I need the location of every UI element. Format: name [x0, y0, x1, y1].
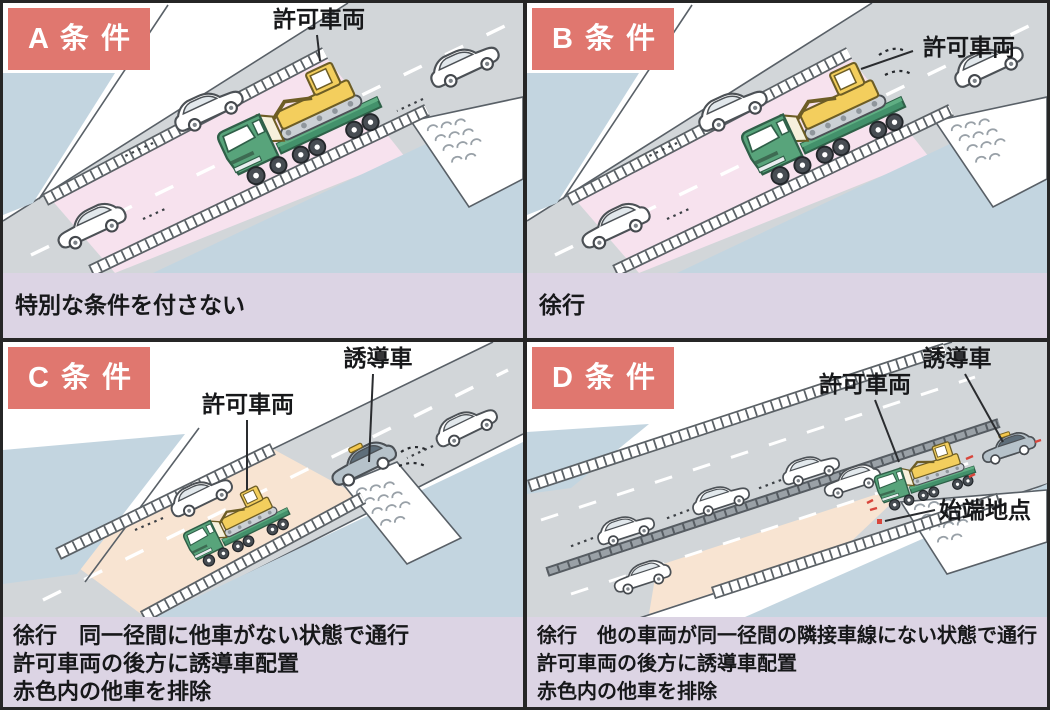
condition-caption: 特別な条件を付さない [3, 273, 523, 338]
caution-marks [965, 454, 974, 461]
guardrail-near [139, 492, 367, 617]
slow-motion-marks [884, 69, 914, 76]
panel-condition-c: 誘導車 許可車両 C 条 件 徐行 同一径間に他車がない状態で通行 許可車両の後… [3, 342, 523, 707]
caption-line: 許可車両の後方に誘導車配置 [537, 653, 797, 675]
caption-line: 徐行 [539, 292, 585, 318]
lane-marking [42, 368, 509, 602]
start-point-marker [877, 519, 882, 524]
water-lower [155, 442, 523, 617]
guide-car-label: 誘導車 [923, 345, 992, 371]
caption-line: 赤色内の他車を排除 [13, 679, 212, 704]
panel-condition-d: 誘導車 許可車両 始端地点 D 条 件 徐行 他の車両が同一径間の隣接車線にない… [527, 342, 1047, 707]
scene-a-illustration: 許可車両 [3, 3, 523, 273]
label-leader [874, 399, 900, 463]
condition-caption: 徐行 他の車両が同一径間の隣接車線にない状態で通行 許可車両の後方に誘導車配置 … [527, 617, 1047, 707]
riverbank [409, 96, 523, 209]
caption-line: 徐行 他の車両が同一径間の隣接車線にない状態で通行 [537, 625, 1037, 647]
permitted-vehicle-label: 許可車両 [273, 6, 365, 32]
condition-badge: A 条 件 [8, 8, 150, 70]
panel-condition-b: 許可車両 B 条 件 徐行 [527, 3, 1047, 338]
condition-badge: B 条 件 [532, 8, 674, 70]
guardrail-near [88, 104, 430, 273]
permitted-vehicle-label: 許可車両 [202, 391, 294, 417]
caption-line: 徐行 同一径間に他車がない状態で通行 [13, 623, 410, 648]
slow-motion-marks [398, 461, 426, 468]
condition-caption: 徐行 同一径間に他車がない状態で通行 許可車両の後方に誘導車配置 赤色内の他車を… [3, 617, 523, 707]
slow-motion-marks [878, 47, 906, 56]
caution-marks [866, 498, 874, 505]
guardrail-far [527, 342, 948, 493]
water-upper [3, 73, 115, 215]
label-leader [316, 34, 321, 62]
riverbank [899, 489, 1047, 575]
guide-car-label: 誘導車 [344, 345, 413, 371]
permitted-vehicle-label: 許可車両 [923, 34, 1015, 60]
caption-line: 許可車両の後方に誘導車配置 [13, 651, 300, 676]
red-zone [649, 482, 914, 614]
scene-b-illustration: 許可車両 [527, 3, 1047, 273]
guardrail-far [55, 443, 276, 560]
condition-badge: C 条 件 [8, 347, 150, 409]
riverbank [933, 96, 1047, 209]
caption-line: 特別な条件を付さない [15, 292, 245, 318]
condition-badge: D 条 件 [532, 347, 674, 409]
scene-d-illustration: 誘導車 許可車両 始端地点 [527, 342, 1047, 617]
caution-marks [869, 506, 878, 512]
label-leader [884, 509, 936, 522]
panel-condition-a: 許可車両 A 条 件 特別な条件を付さない [3, 3, 523, 338]
guardrail-near [612, 104, 954, 273]
caution-marks [968, 472, 976, 479]
slow-motion-marks [400, 445, 426, 453]
median-barrier [545, 418, 1001, 577]
caption-line: 赤色内の他車を排除 [537, 681, 717, 703]
start-point-label: 始端地点 [939, 497, 1031, 523]
condition-caption: 徐行 [527, 273, 1047, 338]
water-upper [527, 73, 639, 215]
caution-marks [1034, 438, 1042, 444]
permitted-vehicle-label: 許可車両 [819, 371, 911, 397]
water-upper [3, 434, 185, 584]
label-leader [964, 373, 1004, 443]
label-leader [860, 50, 914, 70]
label-leader [368, 373, 374, 463]
scene-c-illustration: 誘導車 許可車両 [3, 342, 523, 617]
bridge-parapet [710, 492, 1002, 600]
